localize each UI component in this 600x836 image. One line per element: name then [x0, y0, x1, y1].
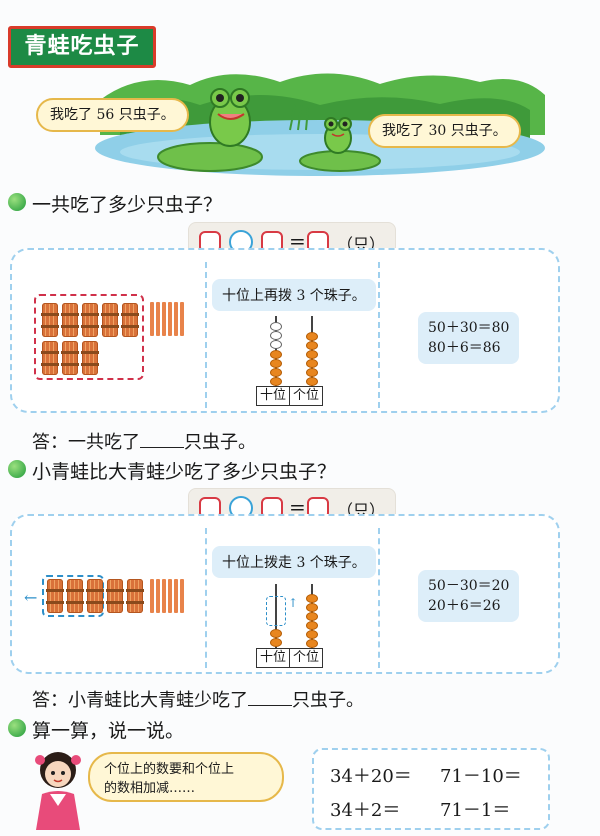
panel-divider	[378, 262, 380, 408]
calc-line: 80＋6＝86	[428, 340, 501, 356]
exercise: 34＋2＝	[330, 800, 401, 821]
abacus: 十位 个位	[256, 316, 332, 408]
bullet-icon	[8, 460, 26, 478]
loose-sticks	[150, 579, 186, 617]
exercise-box: 34＋20＝ 71－10＝ 34＋2＝ 71－1＝	[312, 748, 550, 830]
speech-bubble-small-frog: 我吃了 30 只虫子。	[368, 114, 521, 148]
speech-bubble-big-frog: 我吃了 56 只虫子。	[36, 98, 189, 132]
answer-blank[interactable]	[140, 433, 184, 448]
panel-divider	[205, 528, 207, 668]
equals-sign: =	[289, 229, 306, 253]
arrow-left-icon: ←	[24, 588, 38, 607]
answer-blank[interactable]	[248, 691, 292, 706]
arrow-up-icon: ↑	[288, 596, 299, 610]
speech-bubble-girl: 个位上的数要和个位上 的数相加减……	[88, 752, 284, 802]
exercise: 71－1＝	[440, 800, 511, 821]
panel-divider	[378, 528, 380, 668]
removed-beads-group	[266, 596, 286, 626]
lesson-title: 青蛙吃虫子	[8, 26, 156, 68]
abacus: ↑ 十位 个位	[256, 584, 332, 670]
question-2: 小青蛙比大青蛙少吃了多少只虫子？	[32, 461, 337, 483]
calculation-box: 50＋30＝80 80＋6＝86	[418, 312, 520, 364]
ones-label: 个位	[289, 649, 322, 667]
question-3: 算一算，说一说。	[32, 720, 185, 742]
hint-bubble: 十位上再拨 3 个珠子。	[212, 279, 376, 311]
sticks-group	[34, 294, 144, 380]
stick-bundles-tens	[41, 341, 99, 375]
loose-sticks	[150, 302, 186, 340]
calc-line: 50＋30＝80	[428, 320, 510, 336]
equals-sign: =	[289, 495, 306, 519]
calculation-box: 50－30＝20 20＋6＝26	[418, 570, 520, 622]
stick-bundles-tens	[46, 579, 144, 613]
hint-bubble: 十位上拨走 3 个珠子。	[212, 546, 376, 578]
calc-line: 50－30＝20	[428, 578, 510, 594]
exercise: 34＋20＝	[330, 766, 412, 787]
pond-illustration	[0, 60, 600, 185]
bullet-icon	[8, 193, 26, 211]
question-1: 一共吃了多少只虫子？	[32, 194, 223, 216]
bullet-icon	[8, 719, 26, 737]
answer-line-1: 答：一共吃了只虫子。	[32, 432, 256, 453]
panel-divider	[205, 262, 207, 408]
calc-line: 20＋6＝26	[428, 598, 501, 614]
ones-label: 个位	[289, 387, 322, 405]
answer-line-2: 答：小青蛙比大青蛙少吃了只虫子。	[32, 690, 364, 711]
removed-bundles-group	[42, 575, 104, 617]
tens-label: 十位	[260, 388, 287, 403]
tens-label: 十位	[260, 650, 287, 665]
exercise: 71－10＝	[440, 766, 522, 787]
girl-illustration	[28, 746, 88, 832]
stick-bundles-tens	[41, 303, 139, 337]
